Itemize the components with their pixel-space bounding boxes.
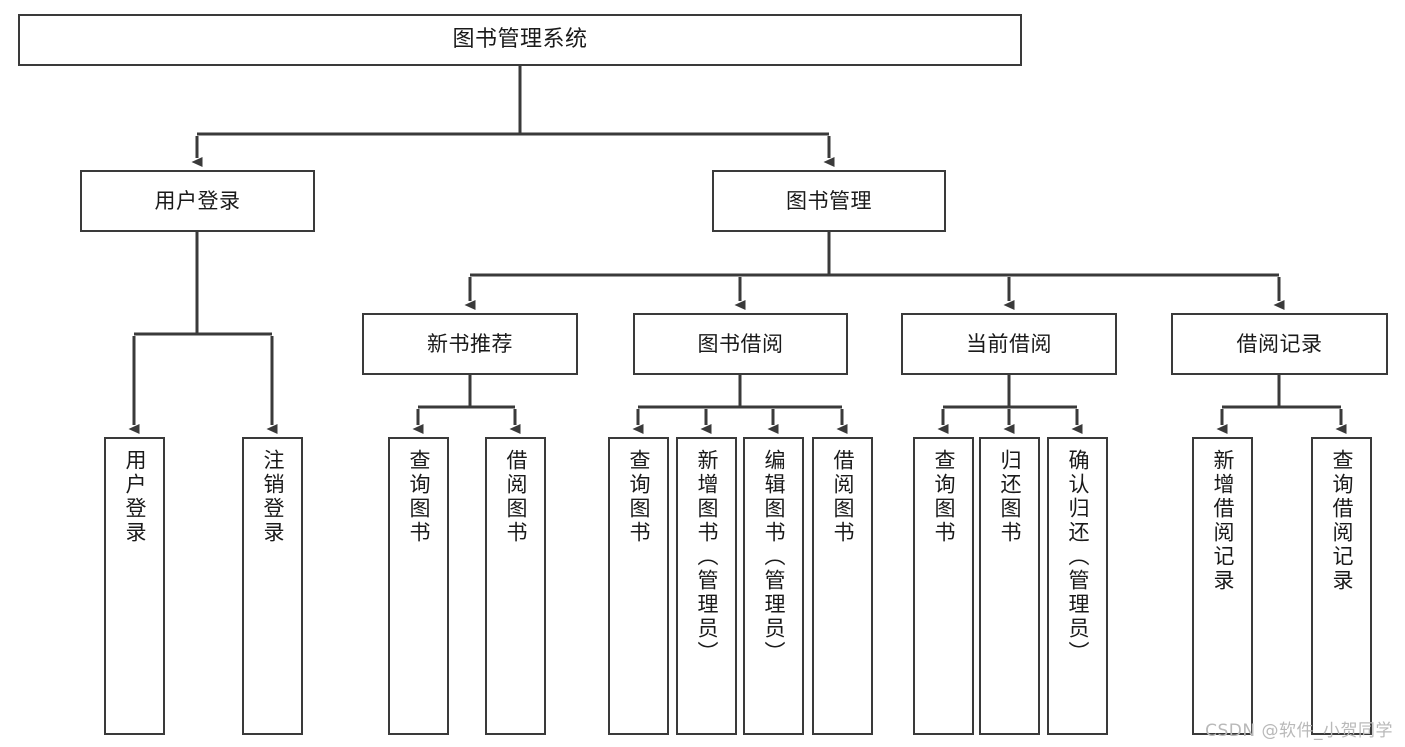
leaf-add-record[interactable]: 新增借阅记录	[1192, 437, 1253, 735]
leaf-add-book[interactable]: 新增图书（管理员）	[676, 437, 737, 735]
leaf-logout-label: 注销登录	[261, 449, 285, 545]
leaf-add-record-label: 新增借阅记录	[1211, 449, 1235, 593]
leaf-query-book-3[interactable]: 查询图书	[913, 437, 974, 735]
node-user-login-label: 用户登录	[154, 188, 241, 213]
node-user-login[interactable]: 用户登录	[80, 170, 315, 232]
node-book-manage[interactable]: 图书管理	[712, 170, 946, 232]
leaf-query-book-1[interactable]: 查询图书	[388, 437, 449, 735]
leaf-query-book-2[interactable]: 查询图书	[608, 437, 669, 735]
leaf-borrow-book-2[interactable]: 借阅图书	[812, 437, 873, 735]
leaf-query-record[interactable]: 查询借阅记录	[1311, 437, 1372, 735]
leaf-edit-book-label: 编辑图书（管理员）	[762, 449, 786, 665]
node-root[interactable]: 图书管理系统	[18, 14, 1022, 66]
leaf-return-book-label: 归还图书	[998, 449, 1022, 545]
leaf-user-login-label: 用户登录	[123, 449, 147, 545]
leaf-query-book-1-label: 查询图书	[407, 449, 431, 545]
leaf-confirm-return-label: 确认归还（管理员）	[1066, 449, 1090, 665]
node-book-borrow[interactable]: 图书借阅	[633, 313, 848, 375]
node-new-book-rec[interactable]: 新书推荐	[362, 313, 578, 375]
leaf-borrow-book-1-label: 借阅图书	[504, 449, 528, 545]
leaf-query-book-2-label: 查询图书	[627, 449, 651, 545]
node-root-label: 图书管理系统	[452, 27, 588, 53]
leaf-borrow-book-2-label: 借阅图书	[831, 449, 855, 545]
node-borrow-record-label: 借阅记录	[1236, 331, 1323, 356]
leaf-query-book-3-label: 查询图书	[932, 449, 956, 545]
leaf-add-book-label: 新增图书（管理员）	[695, 449, 719, 665]
leaf-query-record-label: 查询借阅记录	[1330, 449, 1354, 593]
leaf-return-book[interactable]: 归还图书	[979, 437, 1040, 735]
leaf-edit-book[interactable]: 编辑图书（管理员）	[743, 437, 804, 735]
watermark: CSDN @软件_小贺同学	[1205, 721, 1393, 741]
leaf-borrow-book-1[interactable]: 借阅图书	[485, 437, 546, 735]
node-new-book-rec-label: 新书推荐	[427, 331, 513, 356]
node-current-borrow-label: 当前借阅	[966, 331, 1052, 356]
node-current-borrow[interactable]: 当前借阅	[901, 313, 1117, 375]
node-book-manage-label: 图书管理	[786, 188, 872, 213]
leaf-logout[interactable]: 注销登录	[242, 437, 303, 735]
leaf-confirm-return[interactable]: 确认归还（管理员）	[1047, 437, 1108, 735]
node-book-borrow-label: 图书借阅	[697, 331, 784, 356]
node-borrow-record[interactable]: 借阅记录	[1171, 313, 1388, 375]
leaf-user-login[interactable]: 用户登录	[104, 437, 165, 735]
